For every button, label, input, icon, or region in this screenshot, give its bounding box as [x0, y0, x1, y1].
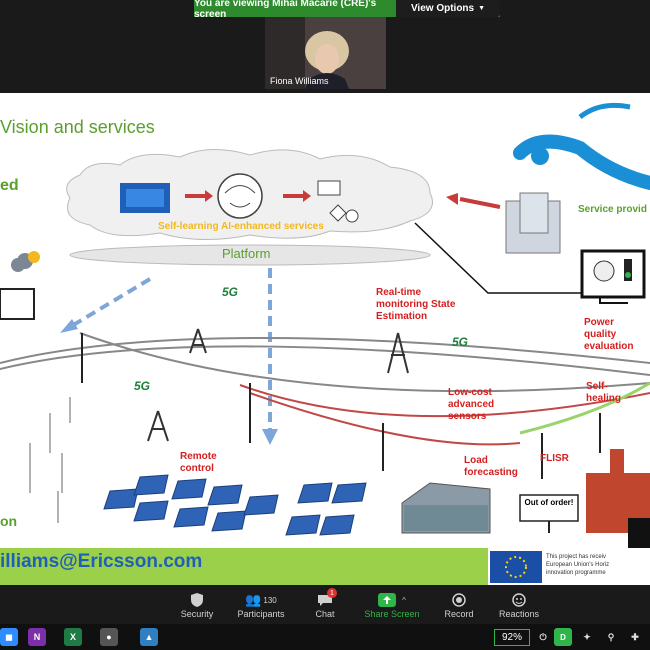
- reactions-label: Reactions: [498, 609, 540, 619]
- tray-icon[interactable]: ✚: [631, 631, 639, 642]
- eu-text-line: innovation programme: [546, 570, 606, 576]
- chat-label: Chat: [315, 609, 335, 619]
- meeting-toolbar: Security 👥130 Participants 1 Chat ^ Shar…: [0, 586, 650, 624]
- slide-left-word-bottom: on: [0, 513, 18, 529]
- chat-button[interactable]: 1 Chat: [308, 586, 342, 624]
- share-screen-label: Share Screen: [364, 609, 420, 619]
- service-provider-label: Service provid: [578, 204, 647, 215]
- platform-label: Platform: [222, 246, 271, 261]
- participant-video-tile[interactable]: Fiona Williams: [265, 17, 386, 89]
- security-button[interactable]: Security: [178, 586, 216, 624]
- remote-control-label: Remote control: [180, 451, 217, 474]
- low-cost-sensors-label: Low-cost advanced sensors: [448, 387, 495, 422]
- onenote-app-icon[interactable]: N: [28, 628, 46, 646]
- chat-badge: 1: [327, 588, 337, 598]
- participants-button[interactable]: 👥130 Participants: [232, 586, 290, 624]
- cloud-caption: Self-learning AI-enhanced services: [158, 221, 324, 232]
- tray-icon[interactable]: ⚲: [607, 631, 615, 642]
- reactions-button[interactable]: Reactions: [496, 586, 542, 624]
- eu-funding-text: This project has receiv European Union's…: [546, 553, 628, 577]
- record-label: Record: [444, 609, 474, 619]
- participant-name: Fiona Williams: [270, 76, 329, 86]
- excel-app-icon[interactable]: X: [64, 628, 82, 646]
- banner-message: You are viewing Mihai Macarie (CRE)'s sc…: [194, 0, 377, 20]
- eu-text-line: This project has receiv: [546, 554, 607, 560]
- flisr-label: FLISR: [540, 453, 569, 464]
- slide-left-word-top: ed: [0, 177, 19, 194]
- zoom-app-icon[interactable]: ◼: [0, 628, 18, 646]
- chat-icon: [318, 595, 332, 606]
- plug-icon[interactable]: ⏻: [539, 631, 547, 642]
- chevron-down-icon: ▼: [478, 5, 486, 12]
- people-icon: 👥: [245, 592, 262, 607]
- fiveg-label-2: 5G: [452, 335, 469, 349]
- fiveg-label-3: 5G: [134, 379, 151, 393]
- participants-count: 130: [263, 595, 277, 605]
- shield-icon: [190, 591, 204, 609]
- tray-icon[interactable]: ✦: [583, 631, 591, 642]
- battery-indicator[interactable]: 92%: [494, 629, 530, 646]
- record-button[interactable]: Record: [440, 586, 478, 624]
- taskbar: ◼ N X ● ▲ 92% ⏻ D ✦ ⚲ ✚: [0, 624, 650, 650]
- fiveg-label-1: 5G: [222, 285, 239, 299]
- smiley-icon: [512, 593, 526, 607]
- shared-slide: Vision and services ed on Self-learning …: [0, 93, 650, 585]
- participant-video: [265, 17, 386, 89]
- tray-app-icon[interactable]: D: [554, 628, 572, 646]
- eu-text-line: European Union's Horiz: [546, 562, 610, 568]
- chevron-up-icon[interactable]: ^: [402, 595, 406, 605]
- self-healing-label: Self-healing: [586, 381, 622, 404]
- view-options-label: View Options: [410, 3, 475, 14]
- record-icon: [452, 593, 466, 607]
- security-label: Security: [180, 609, 214, 619]
- slide-title: Vision and services: [0, 117, 155, 137]
- load-forecasting-label: Load forecasting: [464, 455, 518, 478]
- participants-label: Participants: [237, 609, 285, 619]
- app-icon[interactable]: ●: [100, 628, 118, 646]
- realtime-label: Real-time monitoring State Estimation: [376, 287, 456, 322]
- share-screen-button[interactable]: ^ Share Screen: [360, 586, 424, 624]
- slide-diagram: [0, 102, 650, 585]
- view-options-button[interactable]: View Options ▼: [396, 0, 500, 17]
- screen-share-banner: You are viewing Mihai Macarie (CRE)'s sc…: [194, 0, 500, 20]
- out-of-order-sign: Out of order!: [524, 498, 574, 507]
- power-quality-label: Power quality evaluation: [584, 317, 634, 352]
- slide-email: illiams@Ericsson.com: [0, 551, 203, 572]
- photos-app-icon[interactable]: ▲: [140, 628, 158, 646]
- share-screen-icon: [378, 593, 397, 607]
